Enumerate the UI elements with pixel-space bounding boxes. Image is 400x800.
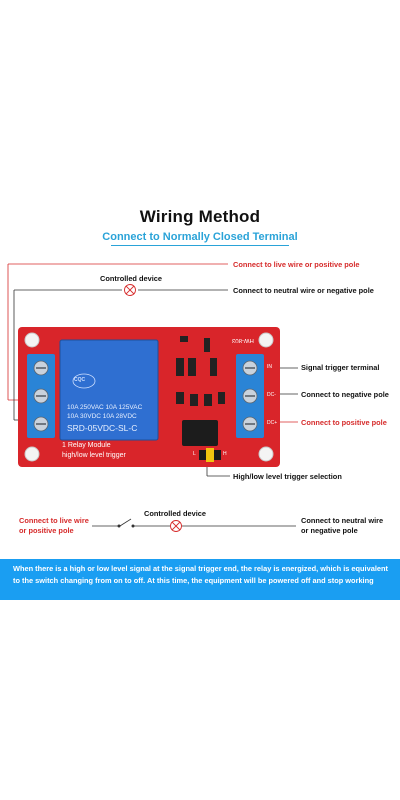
label-controlled-top: Controlled device [100, 274, 163, 283]
pin-dc-minus: DC- [267, 392, 276, 398]
jumper-label-h: H [223, 451, 227, 457]
relay-logo: CQC [74, 377, 86, 383]
relay-rating-2: 10A 30VDC 10A 28VDC [67, 413, 137, 420]
board-model: HW-803 [232, 337, 254, 343]
controlled-device-icon [124, 284, 136, 296]
label-neutral-bottom-2: or negative pole [301, 526, 358, 535]
mount-hole-tl [24, 332, 40, 348]
label-positive: Connect to positive pole [301, 418, 387, 427]
label-negative: Connect to negative pole [301, 390, 389, 399]
output-screw-slots [36, 367, 46, 425]
label-live-top: Connect to live wire or positive pole [233, 260, 360, 269]
relay-rating-1: 10A 250VAC 10A 125VAC [67, 404, 143, 411]
label-signal: Signal trigger terminal [301, 363, 380, 372]
silk-line-2: high/low level trigger [62, 452, 126, 459]
mount-hole-br [258, 446, 274, 462]
description-banner [0, 559, 400, 600]
smd-components [176, 336, 225, 406]
input-screw-slots [245, 367, 255, 425]
label-hl-select: High/low level trigger selection [233, 472, 342, 481]
cqc-logo-icon [72, 373, 96, 389]
jumper-label-l: L [193, 451, 196, 457]
switch-blade [119, 518, 132, 527]
label-live-bottom-2: or positive pole [19, 526, 74, 535]
relay [59, 339, 159, 441]
label-neutral-bottom-1: Connect to neutral wire [301, 516, 384, 525]
relay-board [18, 327, 280, 467]
jumper-cap [206, 448, 214, 462]
pin-in: IN [267, 364, 272, 370]
pin-dc-plus: DC+ [267, 420, 278, 426]
silk-line-1: 1 Relay Module [62, 442, 111, 449]
bottom-circuit [92, 518, 296, 532]
bottom-device-icon [170, 520, 182, 532]
label-neutral-top: Connect to neutral wire or negative pole [233, 286, 374, 295]
switch-contact-right [131, 524, 135, 528]
label-controlled-bottom: Controlled device [144, 509, 207, 518]
label-live-bottom-1: Connect to live wire [19, 516, 89, 525]
page-title: Wiring Method [139, 207, 261, 226]
page-subtitle: Connect to Normally Closed Terminal [102, 231, 298, 243]
driver-chip [182, 420, 218, 446]
switch-contact-left [117, 524, 121, 528]
relay-model: SRD-05VDC-SL-C [67, 423, 138, 433]
subtitle-underline [111, 245, 289, 246]
description-text: When there is a high or low level signal… [13, 564, 388, 585]
mount-hole-bl [24, 446, 40, 462]
mount-hole-tr [258, 332, 274, 348]
